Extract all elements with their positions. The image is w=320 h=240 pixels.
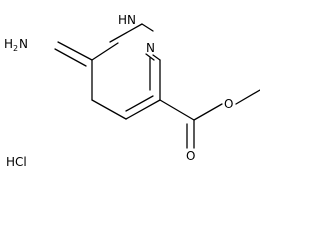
bond-c-n-double-b: [54, 48, 87, 67]
atom-hydrazine-n: N: [19, 37, 28, 51]
salt-label: HCl: [6, 155, 27, 169]
hydrazine-bond: [54, 41, 93, 67]
bond-n2-c3-single: [152, 54, 161, 61]
bond-o-methyl: [235, 89, 260, 105]
atom-hydrazine-subscript: 2: [13, 44, 18, 53]
hydrazine-label: H 2 N: [4, 37, 28, 53]
ester-group: [159, 89, 260, 149]
bond-c4-c5-inner: [125, 95, 154, 112]
pyridazine-ring: [91, 23, 161, 120]
bond-carbonyl-o-single: [193, 103, 223, 121]
atom-ring-n: N: [146, 41, 155, 55]
bond-ring-carbonyl: [159, 99, 195, 121]
atom-ring-nh: HN: [118, 13, 136, 27]
bond-c4-c5: [125, 99, 161, 120]
bond-c1-nh: [91, 42, 119, 61]
atom-ester-oxygen: O: [224, 97, 233, 111]
bond-n1-n2: [141, 23, 154, 32]
bond-c-n-double-a: [57, 41, 93, 61]
bond-c5-c6: [91, 99, 127, 120]
bond-n2-c3: [145, 53, 155, 61]
bond-c6-n1: [109, 23, 143, 43]
chemical-structure-diagram: H 2 N HN N O O HCl: [4, 13, 260, 169]
atom-carbonyl-oxygen: O: [186, 149, 195, 163]
atom-hydrazine-h: H: [4, 37, 13, 51]
